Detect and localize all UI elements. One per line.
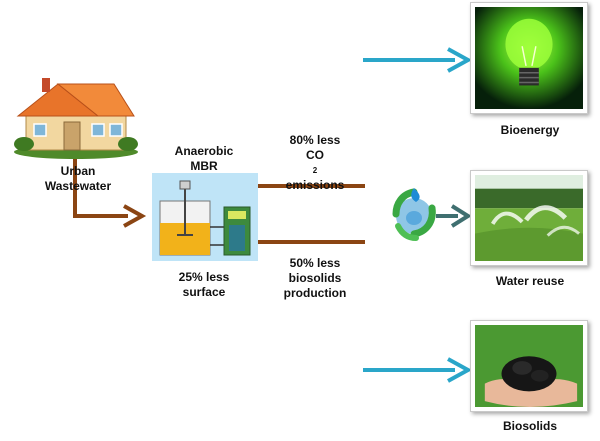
reactor-note: 25% less surface bbox=[178, 270, 230, 299]
biosolids-label: Biosolids bbox=[502, 419, 557, 433]
hands-soil-icon bbox=[475, 325, 583, 407]
recycle-globe-icon bbox=[392, 188, 436, 241]
reactor-label: Anaerobic MBR bbox=[174, 144, 234, 173]
anaerobic-mbr-diagram bbox=[152, 173, 258, 261]
lightbulb-icon bbox=[475, 7, 583, 109]
house-icon bbox=[14, 78, 138, 159]
inflow-arrow bbox=[73, 156, 128, 218]
bioenergy-photo bbox=[470, 2, 588, 114]
bioenergy-label: Bioenergy bbox=[500, 123, 560, 137]
water-reuse-label: Water reuse bbox=[495, 274, 565, 288]
source-label: Urban Wastewater bbox=[44, 164, 112, 193]
sprinkler-field-icon bbox=[475, 175, 583, 261]
water-reuse-photo bbox=[470, 170, 588, 266]
biosolids-benefit-label: 50% less biosolids production bbox=[283, 256, 347, 300]
biosolids-photo bbox=[470, 320, 588, 412]
